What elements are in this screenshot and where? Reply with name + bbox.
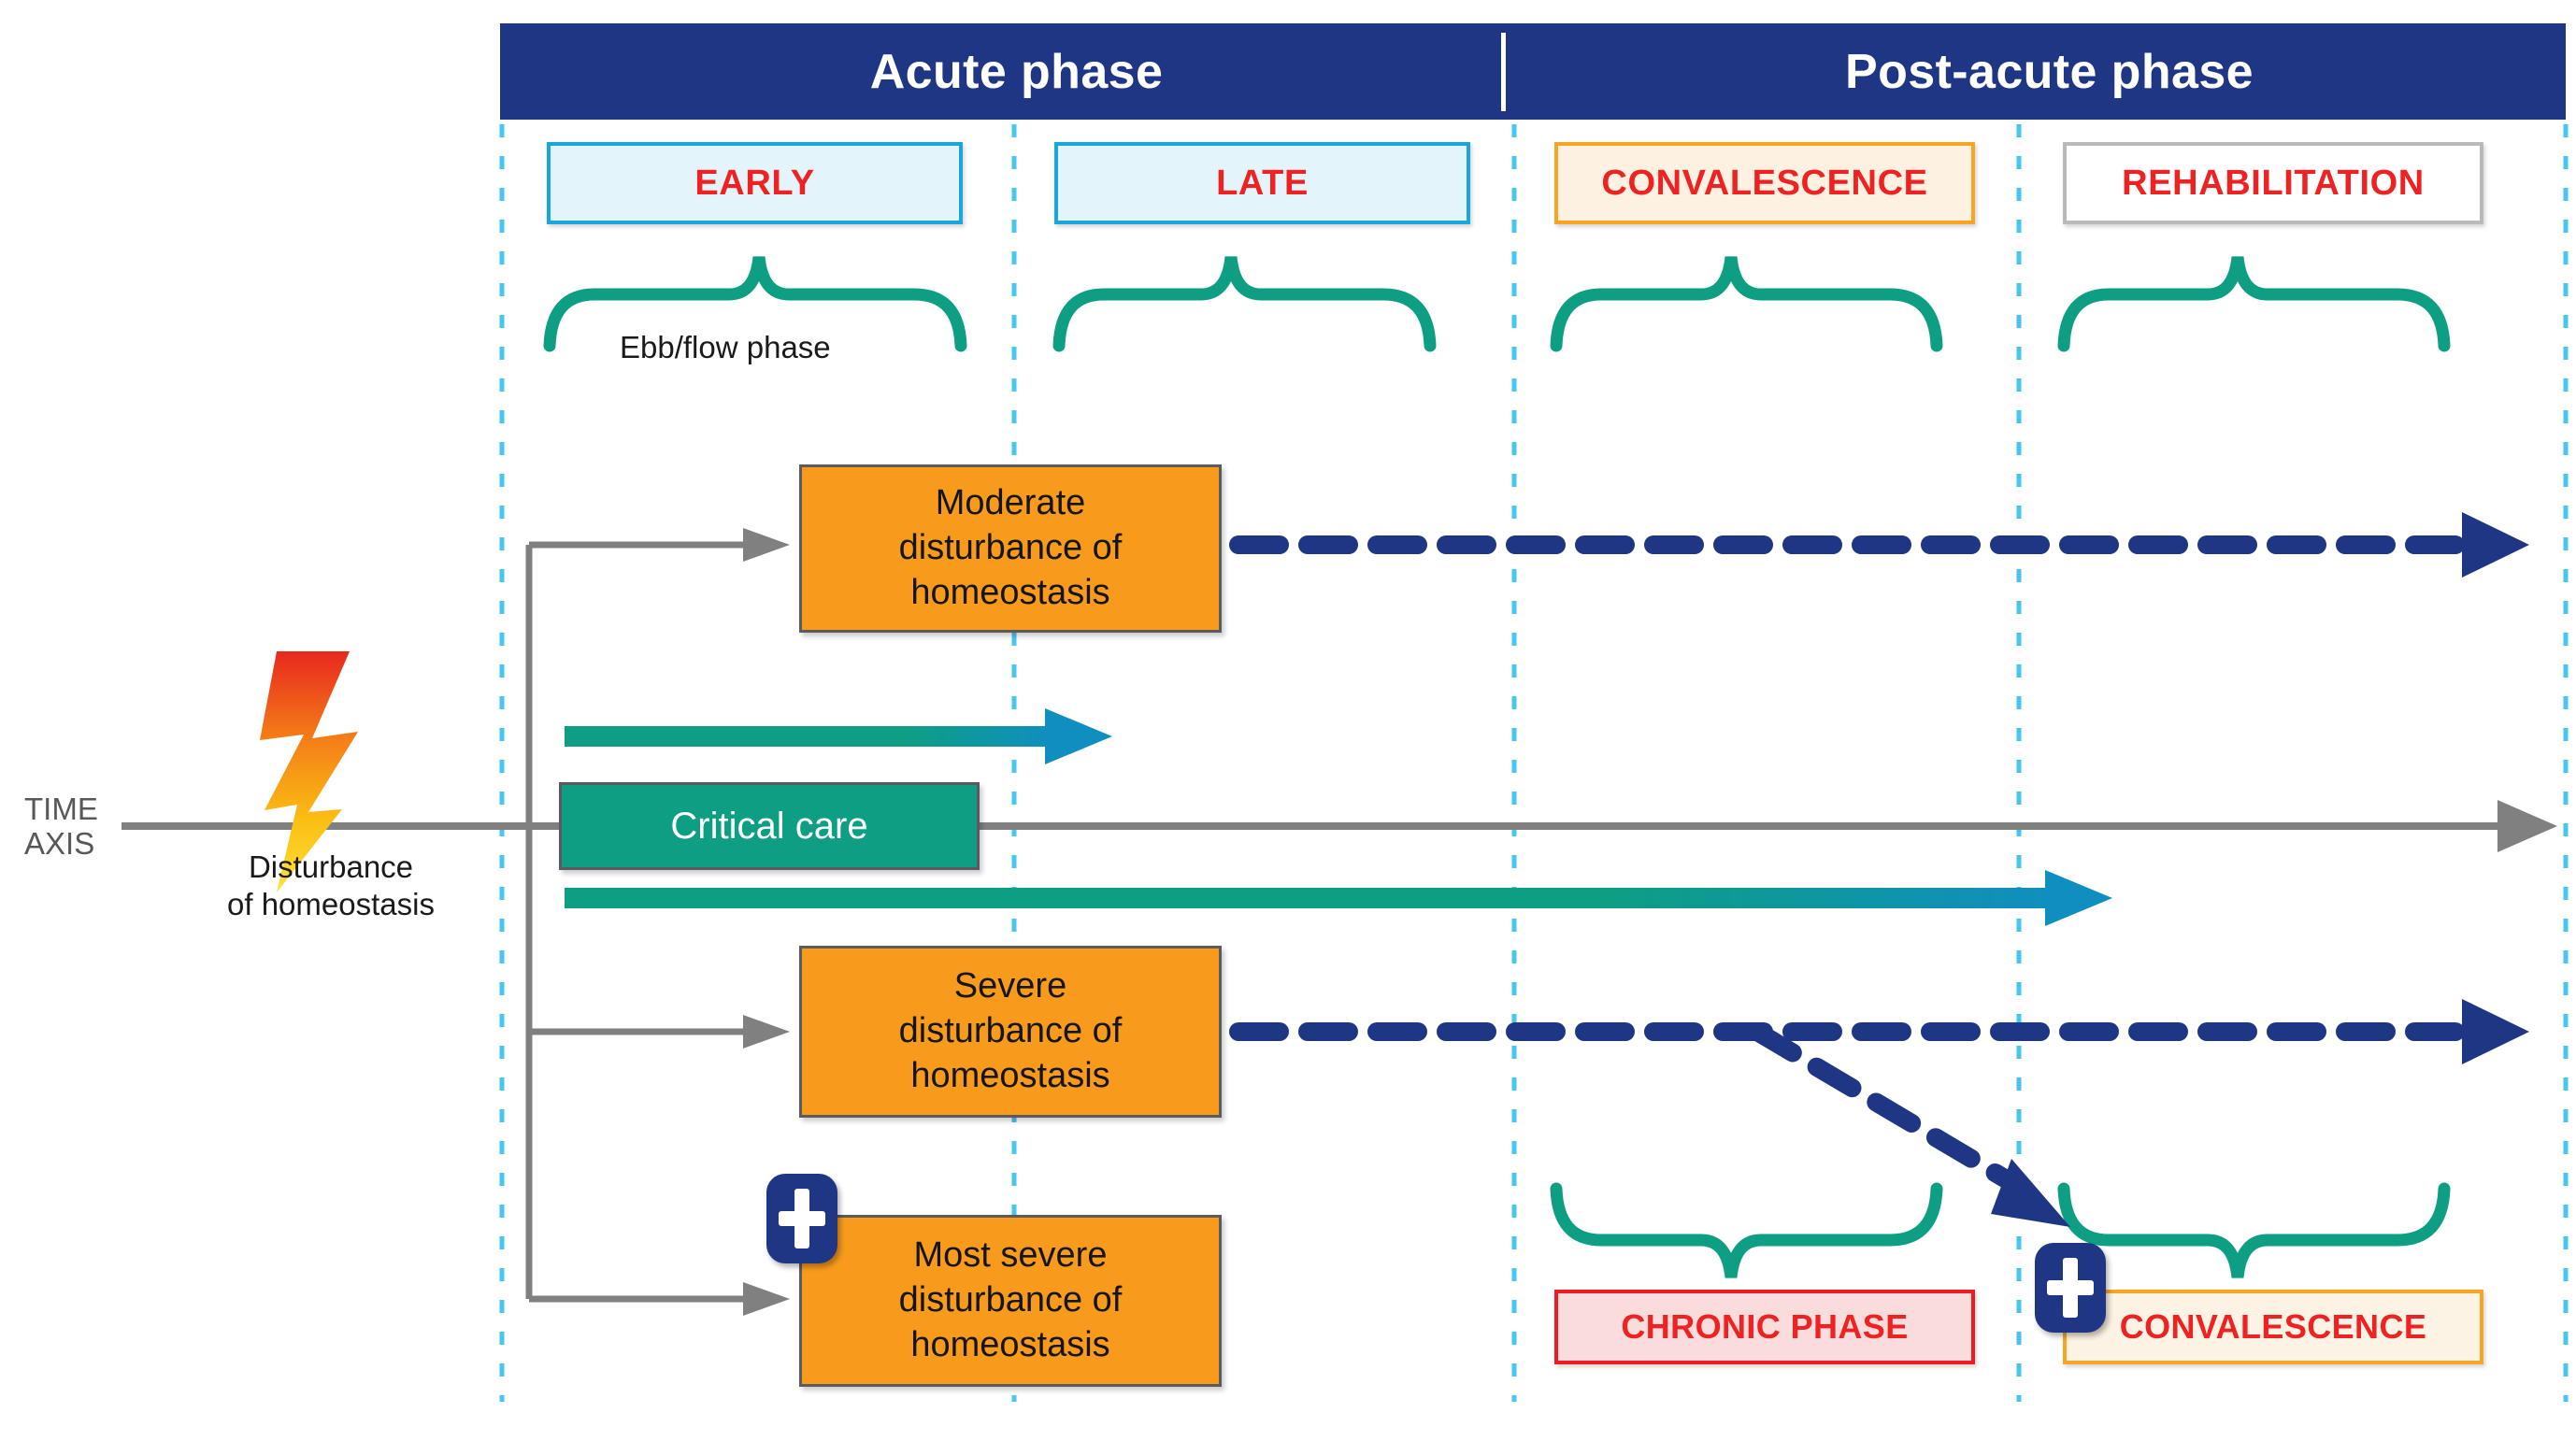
navy-dashed-arrow-severe (1229, 999, 2529, 1064)
phase-header-divider (1501, 33, 1506, 111)
stage-box-early[interactable]: EARLY (547, 142, 963, 224)
stage-box-convalescence[interactable]: CONVALESCENCE (1554, 142, 1975, 224)
brace-group-top (543, 256, 2451, 352)
outcome-box-most-severe[interactable]: Most severe disturbance of homeostasis (799, 1215, 1222, 1387)
outcome-box-severe[interactable]: Severe disturbance of homeostasis (799, 946, 1222, 1118)
ebb-flow-phase-label: Ebb/flow phase (620, 330, 831, 364)
time-axis-label-line1: TIME (24, 792, 98, 826)
phase-header-acute: Acute phase (869, 44, 1164, 99)
disturbance-label-line1: Disturbance (248, 849, 414, 884)
disturbance-event-label: Disturbance of homeostasis (200, 849, 462, 922)
disturbance-label-line2: of homeostasis (227, 886, 435, 921)
brace-group-bottom (1550, 1182, 2451, 1278)
time-axis-line (122, 800, 2557, 852)
navy-dashed-arrow-moderate (1229, 512, 2529, 578)
time-axis-label: TIME AXIS (24, 792, 98, 862)
tag-box-convalescence[interactable]: CONVALESCENCE (2063, 1290, 2483, 1364)
navy-dashed-arrow-diagonal (1748, 1022, 2070, 1227)
time-axis-label-line2: AXIS (24, 825, 95, 861)
teal-arrow-upper (565, 708, 1112, 764)
critical-care-label: Critical care (670, 805, 868, 847)
outcome-box-moderate[interactable]: Moderate disturbance of homeostasis (799, 464, 1222, 633)
phase-header-bar: Acute phase Post-acute phase (500, 23, 2566, 120)
critical-care-box[interactable]: Critical care (559, 782, 980, 870)
teal-arrow-lower (565, 870, 2112, 926)
medical-cross-icon-most-severe (766, 1174, 837, 1263)
tag-box-chronic-phase[interactable]: CHRONIC PHASE (1554, 1290, 1975, 1364)
medical-cross-icon-convalescence (2035, 1243, 2106, 1333)
phase-header-post-acute: Post-acute phase (1845, 44, 2254, 99)
outcome-label-severe: Severe disturbance of homeostasis (898, 966, 1123, 1095)
branch-connectors (525, 541, 743, 1303)
stage-box-late[interactable]: LATE (1054, 142, 1470, 224)
outcome-label-most-severe: Most severe disturbance of homeostasis (898, 1235, 1123, 1364)
stage-box-rehabilitation[interactable]: REHABILITATION (2063, 142, 2483, 224)
outcome-label-moderate: Moderate disturbance of homeostasis (898, 483, 1123, 612)
